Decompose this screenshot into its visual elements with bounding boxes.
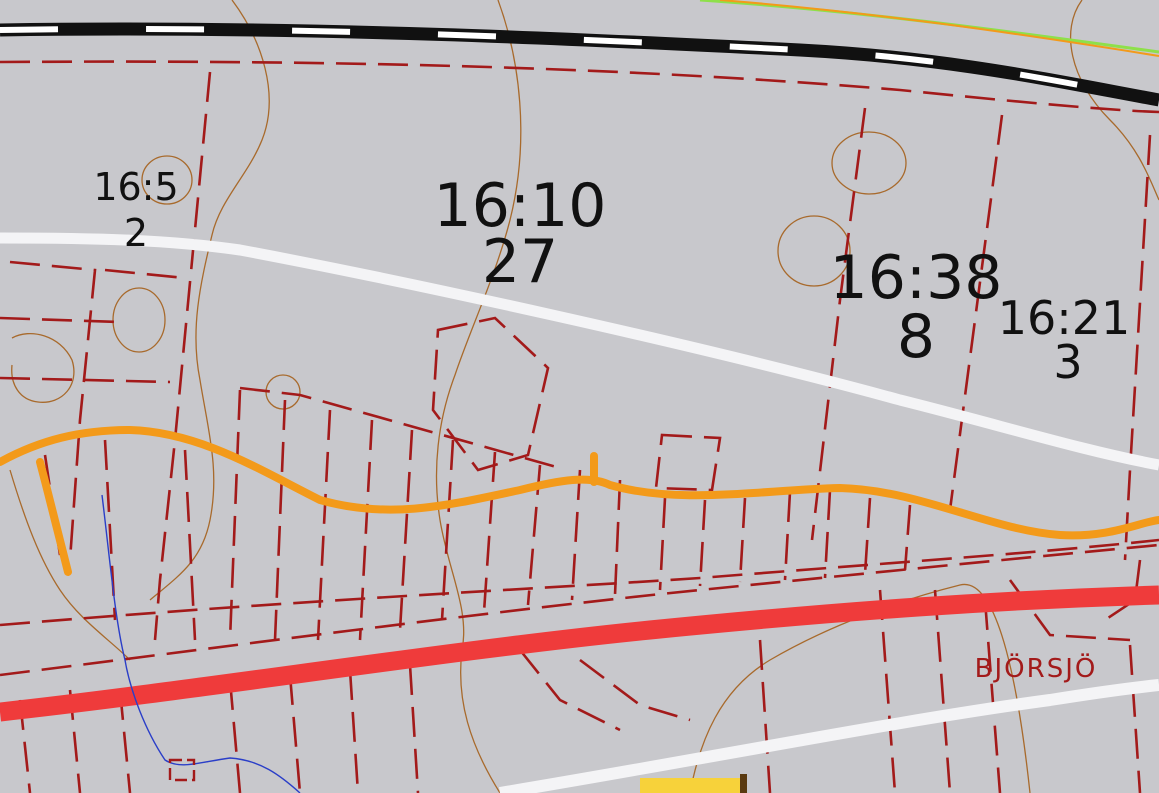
place-name-label: BJÖRSJÖ (975, 652, 1098, 684)
parcel-label-number: 27 (482, 227, 558, 297)
parcel-label-id: 16:38 (830, 243, 1003, 313)
railway-line (0, 22, 1159, 107)
contour-lines (9, 0, 1159, 793)
orange-thin-line (719, 0, 1159, 57)
yellow-area (640, 778, 745, 793)
parcel-labels: 16:5 2 16:10 27 16:38 8 16:21 3 (93, 165, 1130, 389)
building-outline (168, 758, 196, 782)
white-track (0, 232, 1159, 471)
parcel-label-id: 16:10 (434, 171, 607, 241)
parcel-label-id: 16:21 (998, 291, 1131, 345)
main-road (0, 585, 1159, 722)
minor-road (0, 425, 1159, 576)
parcel-label-number: 3 (1053, 335, 1082, 389)
stream (101, 494, 301, 793)
yellow-area-edge (740, 774, 747, 793)
white-track-lower (499, 679, 1159, 793)
parcel-label-number: 8 (897, 302, 935, 372)
parcel-label-number: 2 (124, 211, 148, 255)
parcel-label-id: 16:5 (93, 165, 178, 209)
